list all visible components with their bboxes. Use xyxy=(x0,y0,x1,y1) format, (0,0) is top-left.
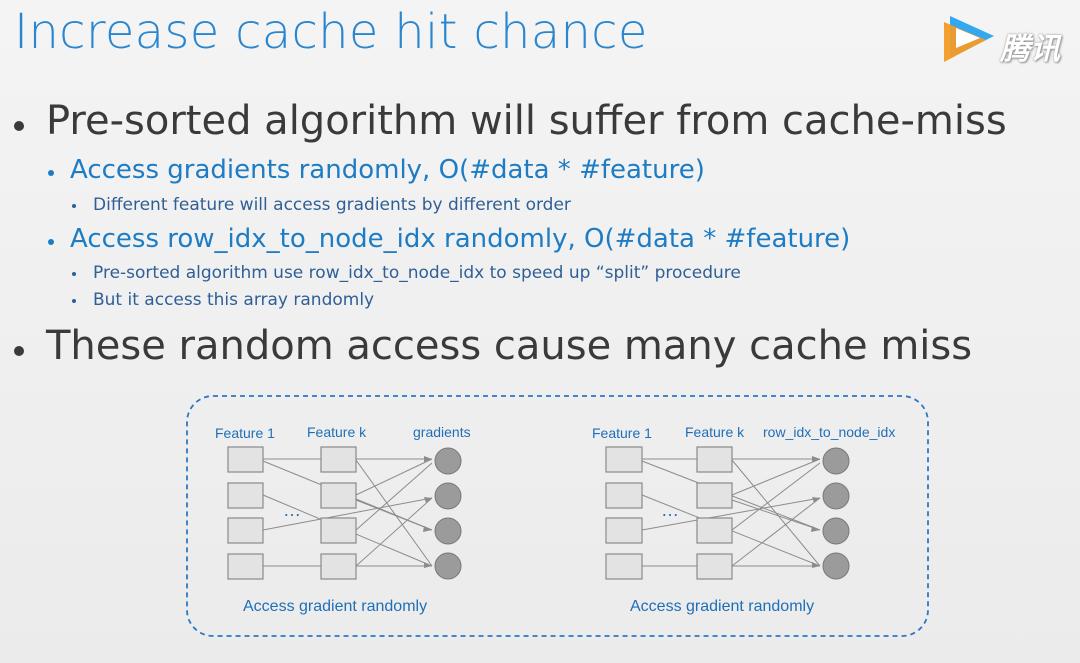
feature-box xyxy=(227,482,264,509)
feature-box xyxy=(696,517,733,544)
column-label: Feature k xyxy=(307,424,367,440)
feature-box xyxy=(227,517,264,544)
bullet-level3: Different feature will access gradients … xyxy=(93,195,571,215)
column-label: row_idx_to_node_idx xyxy=(763,424,895,440)
feature-box xyxy=(320,446,357,473)
feature-box xyxy=(605,553,643,580)
feature-box xyxy=(227,446,264,473)
bullet-dot xyxy=(48,170,54,176)
row-node xyxy=(822,517,850,545)
feature-box xyxy=(696,482,733,509)
bullet-level1: Pre-sorted algorithm will suffer from ca… xyxy=(46,98,1007,144)
row-node xyxy=(822,447,850,475)
bullet-level1: These random access cause many cache mis… xyxy=(46,323,973,369)
feature-box xyxy=(605,517,643,544)
bullet-level3: But it access this array randomly xyxy=(93,290,375,310)
gradient-node xyxy=(434,517,462,545)
column-label: Feature 1 xyxy=(592,425,652,441)
gradient-node xyxy=(434,552,462,580)
ellipsis: … xyxy=(661,500,679,520)
gradient-node xyxy=(434,447,462,475)
feature-box xyxy=(605,446,643,473)
diagram-caption: Access gradient randomly xyxy=(243,598,427,615)
bullet-level3: Pre-sorted algorithm use row_idx_to_node… xyxy=(93,263,741,283)
logo-play-icon xyxy=(944,16,994,62)
bullet-dot xyxy=(14,121,24,131)
diagram-panel-right: Feature 1 Feature k row_idx_to_node_idx xyxy=(592,424,895,615)
gradient-node xyxy=(434,482,462,510)
bullet-dot xyxy=(72,204,76,208)
feature-box xyxy=(320,517,357,544)
bullet-dot xyxy=(72,272,76,276)
bullet-dot xyxy=(48,239,54,245)
feature-box xyxy=(320,482,357,509)
bullet-dot xyxy=(72,299,76,303)
feature-box xyxy=(696,553,733,580)
bullet-dot xyxy=(14,346,24,356)
watermark-text: 腾讯 xyxy=(1000,32,1060,67)
column-label: Feature k xyxy=(685,424,745,440)
slide-title: Increase cache hit chance xyxy=(14,4,648,60)
feature-box xyxy=(320,553,357,580)
ellipsis: … xyxy=(283,500,301,520)
feature-box xyxy=(605,482,643,509)
diagram-panel-left: Feature 1 Feature k gradients xyxy=(215,424,471,615)
bullet-level2: Access row_idx_to_node_idx randomly, O(#… xyxy=(70,224,851,254)
column-label: gradients xyxy=(413,424,471,440)
row-node xyxy=(822,482,850,510)
diagram-dashed-frame xyxy=(186,395,929,637)
diagram-caption: Access gradient randomly xyxy=(630,598,814,615)
column-label: Feature 1 xyxy=(215,425,275,441)
row-node xyxy=(822,552,850,580)
feature-box xyxy=(227,553,264,580)
bullet-level2: Access gradients randomly, O(#data * #fe… xyxy=(70,155,705,185)
feature-box xyxy=(696,446,733,473)
